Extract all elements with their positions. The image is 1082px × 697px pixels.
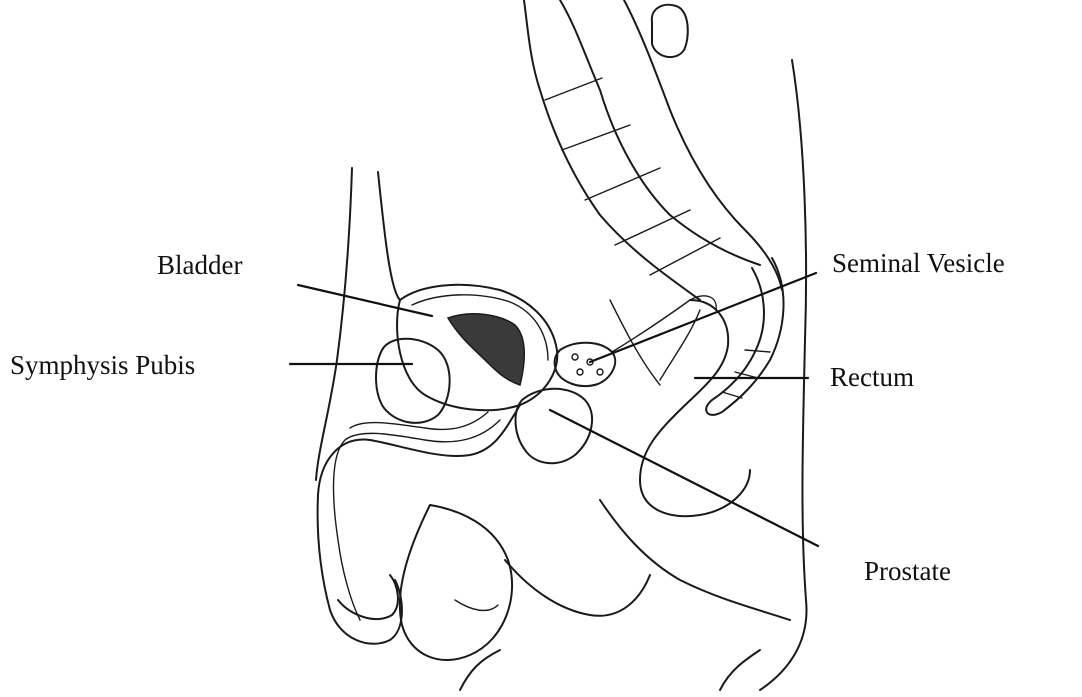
label-symphysis-pubis: Symphysis Pubis [10, 350, 195, 380]
abdominal-wall [316, 168, 352, 480]
labels: Bladder Symphysis Pubis Seminal Vesicle … [10, 248, 1005, 586]
abdominal-wall-inner [378, 172, 400, 300]
bladder-shape [397, 285, 557, 410]
label-bladder: Bladder [157, 250, 242, 280]
prostate-leader [550, 410, 818, 546]
label-rectum: Rectum [830, 362, 914, 392]
leader-lines [290, 273, 818, 546]
penis-urethra [318, 405, 520, 644]
posterior-wall [760, 60, 807, 690]
label-prostate: Prostate [864, 556, 951, 586]
spine [524, 0, 784, 415]
seminal-vesicle-shape [555, 296, 717, 386]
scrotum [400, 505, 512, 660]
label-seminal-vesicle: Seminal Vesicle [832, 248, 1005, 278]
anatomy-drawing [316, 0, 807, 690]
symphysis-pubis-shape [376, 339, 450, 423]
bladder-leader [298, 285, 432, 316]
